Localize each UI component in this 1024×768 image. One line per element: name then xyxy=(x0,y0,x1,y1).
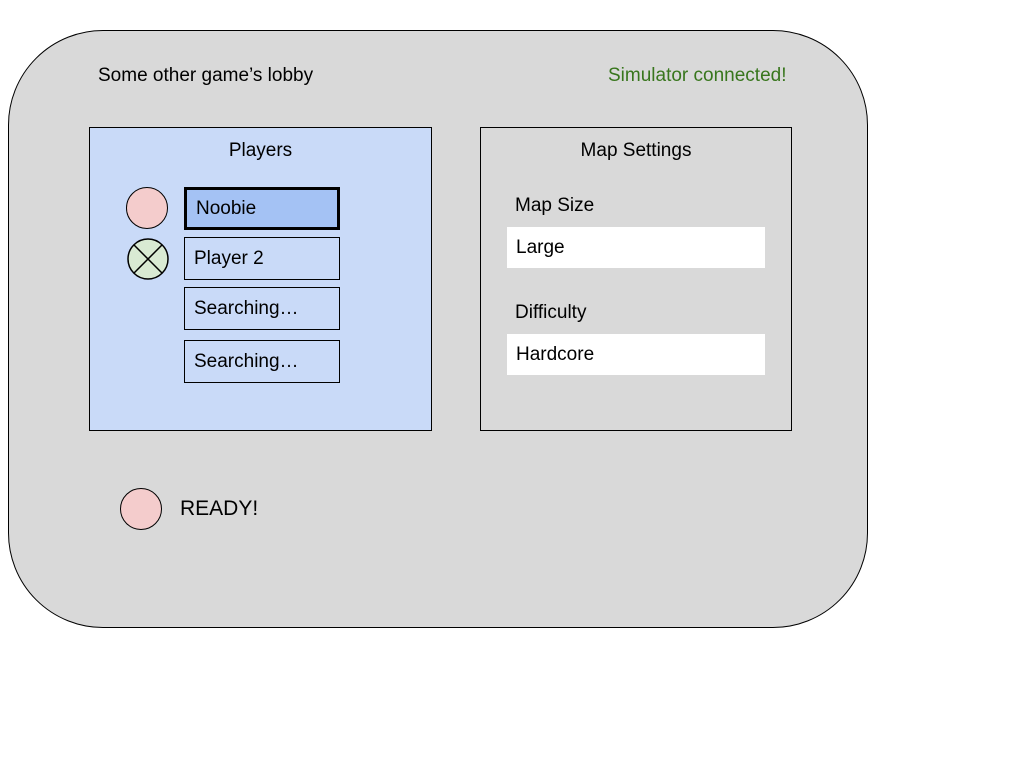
player-slot-1[interactable]: Noobie xyxy=(184,187,340,230)
player-slot-4[interactable]: Searching… xyxy=(184,340,340,383)
player-slot-4-name: Searching… xyxy=(194,350,299,372)
players-panel-title: Players xyxy=(228,140,293,161)
player2-disconnect-icon xyxy=(127,238,169,280)
map-settings-title: Map Settings xyxy=(580,140,692,161)
simulator-status: Simulator connected! xyxy=(608,65,787,86)
ready-status-icon[interactable] xyxy=(120,488,162,530)
difficulty-label: Difficulty xyxy=(515,302,587,323)
player-slot-2[interactable]: Player 2 xyxy=(184,237,340,280)
map-size-value: Large xyxy=(516,236,565,258)
lobby-title: Some other game’s lobby xyxy=(98,65,314,86)
map-size-field[interactable]: Large xyxy=(507,227,765,268)
map-size-label: Map Size xyxy=(515,195,595,216)
player-slot-3-name: Searching… xyxy=(194,297,299,319)
ready-label: READY! xyxy=(180,497,259,520)
ready-control[interactable]: READY! xyxy=(120,488,258,530)
player1-status-icon xyxy=(126,187,168,229)
player-slot-2-name: Player 2 xyxy=(194,247,264,269)
player-slot-1-name: Noobie xyxy=(196,197,257,219)
difficulty-value: Hardcore xyxy=(516,343,595,365)
lobby-window: Some other game’s lobby Simulator connec… xyxy=(8,30,868,628)
player-slot-3[interactable]: Searching… xyxy=(184,287,340,330)
players-panel: Players Noobie Player 2 Searching… Searc… xyxy=(89,127,432,431)
difficulty-field[interactable]: Hardcore xyxy=(507,334,765,375)
map-settings-panel: Map Settings Map Size Large Difficulty H… xyxy=(480,127,792,431)
